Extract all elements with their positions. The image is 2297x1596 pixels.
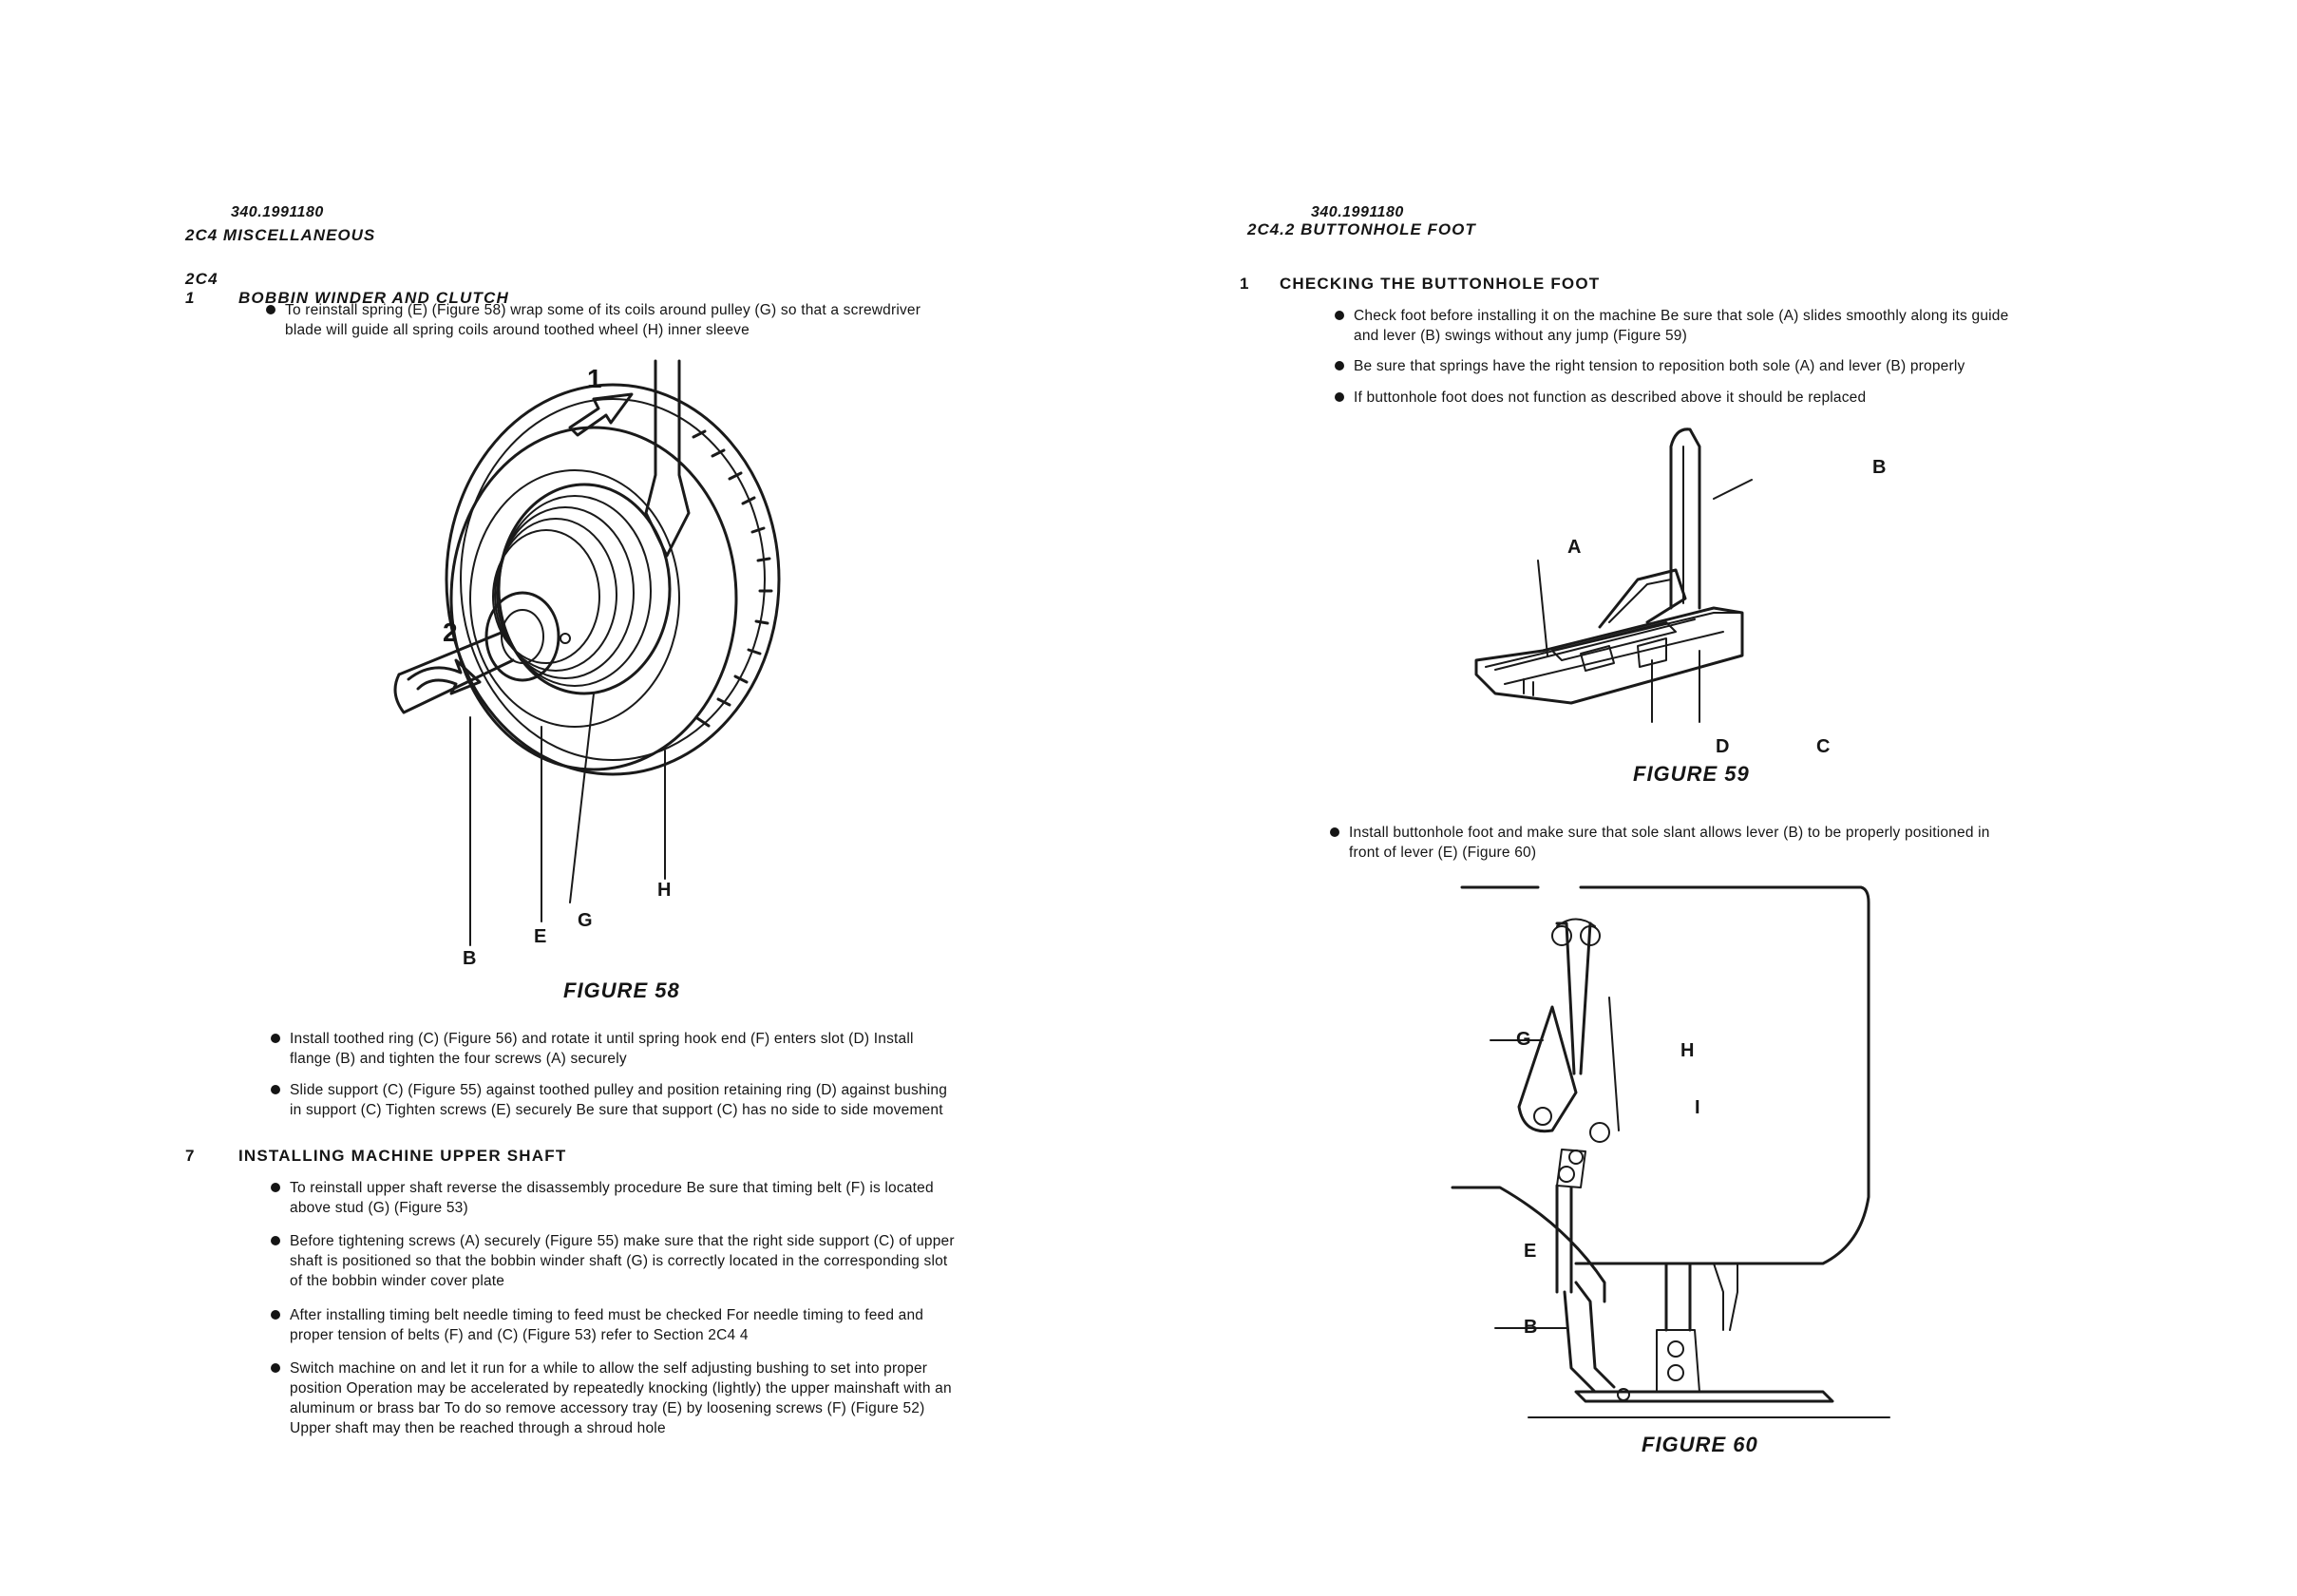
figure-58-drawing <box>393 359 781 946</box>
figure-59-drawing <box>1474 428 1753 723</box>
section-7-title: INSTALLING MACHINE UPPER SHAFT <box>237 1147 567 1165</box>
figure-60-label-e: E <box>1524 1241 1537 1262</box>
right-page: 340.1991180 2C4.2 BUTTONHOLE FOOT 1 CHEC… <box>1148 0 2297 1596</box>
figure-60-label-g: G <box>1516 1029 1531 1050</box>
figure-60-drawing <box>1451 885 1890 1418</box>
figure-59-label-b: B <box>1872 457 1887 478</box>
bullet-dot <box>271 1183 280 1192</box>
figure-60-label-b: B <box>1524 1317 1538 1338</box>
section-7-heading: 7 INSTALLING MACHINE UPPER SHAFT <box>185 1147 566 1166</box>
figure-58-label-b: B <box>463 948 477 969</box>
figure-58-label-g: G <box>578 910 593 931</box>
figure-59-label-a: A <box>1567 537 1582 558</box>
bullet-check-foot: Check foot before installing it on the m… <box>1335 306 2038 346</box>
section-7-number: 7 <box>185 1147 196 1165</box>
subsection-title: BOBBIN WINDER AND CLUTCH <box>237 289 509 307</box>
checking-number: 1 <box>1240 275 1250 293</box>
section-title: 2C4.2 BUTTONHOLE FOOT <box>1247 220 1476 238</box>
figure-59-label-d: D <box>1716 736 1730 757</box>
bullet-after-installing-belt: After installing timing belt needle timi… <box>271 1305 974 1345</box>
bullet-dot <box>271 1085 280 1094</box>
bullet-dot <box>1330 827 1339 837</box>
figure-60-label-h: H <box>1680 1040 1695 1061</box>
subsection-number: 2C4 1 <box>185 270 218 307</box>
bullet-dot <box>271 1236 280 1245</box>
figure-58-label-e: E <box>534 926 547 947</box>
figure-58-caption: FIGURE 58 <box>563 978 680 1002</box>
bullet-dot <box>1335 392 1344 402</box>
figure-58-label-1: 1 <box>587 364 602 393</box>
figure-58-label-2: 2 <box>443 618 458 647</box>
figure-58-label-h: H <box>657 880 672 901</box>
checking-title: CHECKING THE BUTTONHOLE FOOT <box>1279 275 1601 293</box>
bullet-install-toothed-ring: Install toothed ring (C) (Figure 56) and… <box>271 1029 974 1069</box>
bullet-reinstall-spring: To reinstall spring (E) (Figure 58) wrap… <box>266 300 969 340</box>
figure-59-label-c: C <box>1816 736 1831 757</box>
bullet-dot <box>1335 311 1344 320</box>
left-page: 340.1991180 2C4 MISCELLANEOUS 2C4 1 BOBB… <box>0 0 1148 1596</box>
bullet-dot <box>1335 361 1344 370</box>
figure-60-label-i: I <box>1695 1097 1700 1118</box>
document-number: 340.1991180 <box>1311 204 1404 220</box>
bullet-dot <box>271 1310 280 1320</box>
figure-60-caption: FIGURE 60 <box>1642 1433 1758 1456</box>
bullet-switch-machine-on: Switch machine on and let it run for a w… <box>271 1358 974 1438</box>
bullet-dot <box>271 1363 280 1373</box>
bullet-dot <box>266 305 275 314</box>
document-number: 340.1991180 <box>231 204 324 220</box>
section-title: 2C4 MISCELLANEOUS <box>185 226 376 244</box>
checking-heading: 1 CHECKING THE BUTTONHOLE FOOT <box>1240 275 1600 294</box>
bullet-install-buttonhole-foot: Install buttonhole foot and make sure th… <box>1330 823 2033 863</box>
bullet-slide-support: Slide support (C) (Figure 55) against to… <box>271 1080 974 1120</box>
bullet-reinstall-upper-shaft: To reinstall upper shaft reverse the dis… <box>271 1178 974 1218</box>
bullet-dot <box>271 1034 280 1043</box>
bullet-before-tightening: Before tightening screws (A) securely (F… <box>271 1231 974 1291</box>
bullet-springs-tension: Be sure that springs have the right tens… <box>1335 356 2038 376</box>
bullet-replace-foot: If buttonhole foot does not function as … <box>1335 388 2038 408</box>
figure-59-caption: FIGURE 59 <box>1633 762 1750 786</box>
subsection-heading: 2C4 1 BOBBIN WINDER AND CLUTCH <box>185 270 509 308</box>
